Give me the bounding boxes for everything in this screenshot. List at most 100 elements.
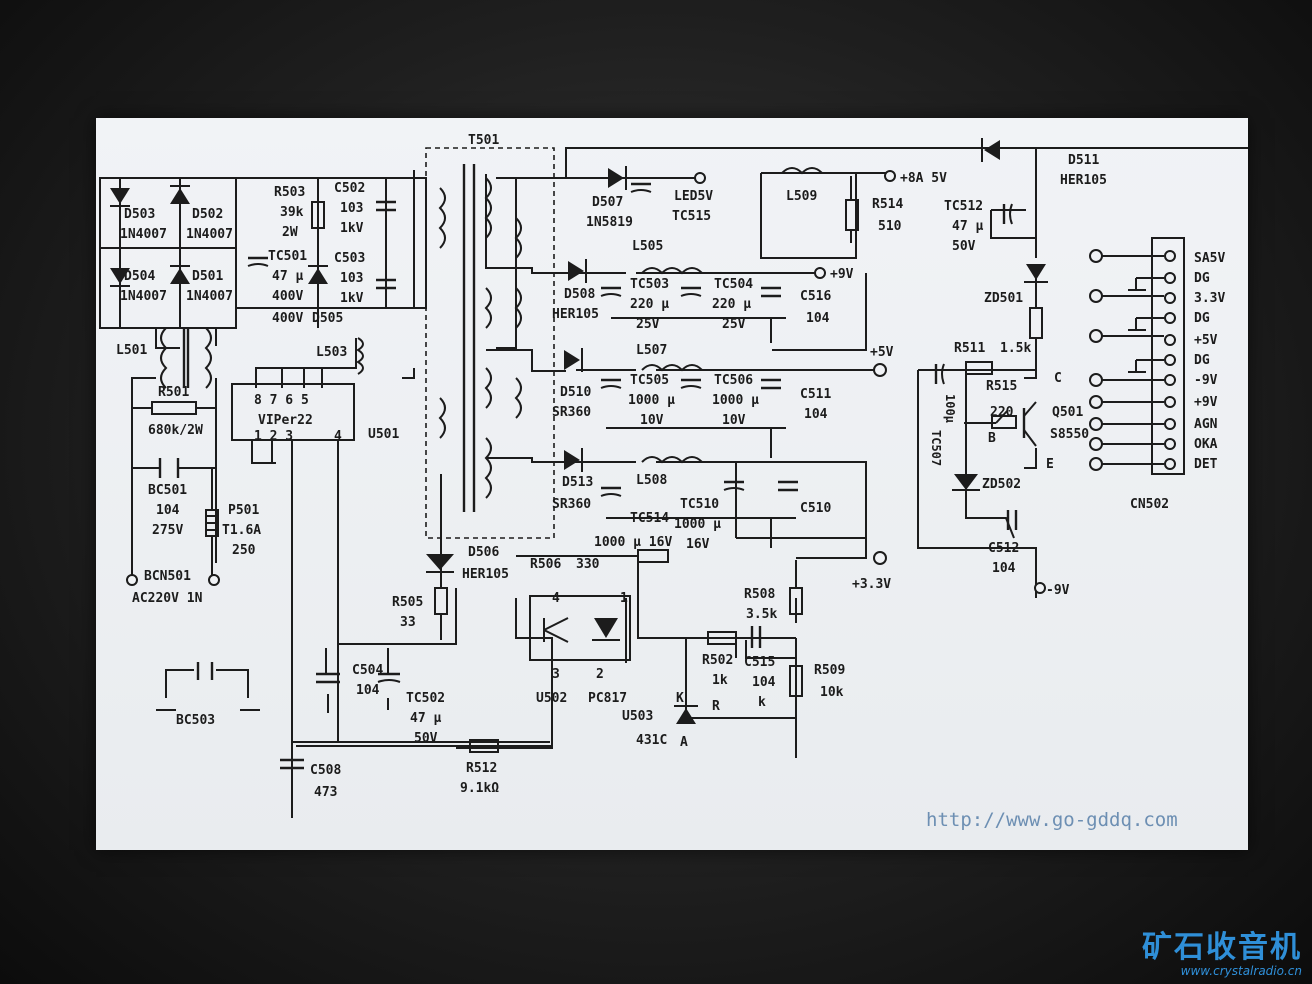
label-tc502: TC502 — [406, 691, 445, 706]
label-out-3v3: +3.3V — [852, 577, 891, 592]
label-r503-value1: 39k — [280, 205, 304, 220]
label-r509: R509 — [814, 663, 845, 678]
schematic-diagram: T501 D503 1N4007 D502 1N4007 D504 1N4007… — [99, 133, 1248, 831]
label-out-9v: +9V — [830, 267, 854, 282]
label-d513-value: SR360 — [552, 497, 591, 512]
label-p501: P501 — [228, 503, 259, 518]
label-r505-value: 33 — [400, 615, 416, 630]
label-tc510: TC510 — [680, 497, 719, 512]
label-c516: C516 — [800, 289, 831, 304]
label-tc503: TC503 — [630, 277, 669, 292]
label-r506-value: 330 — [576, 557, 600, 572]
label-cn-9v: +9V — [1194, 395, 1218, 410]
label-l507: L507 — [636, 343, 667, 358]
label-r508: R508 — [744, 587, 775, 602]
label-d505: D505 — [312, 311, 343, 326]
output-terminals — [694, 170, 1046, 594]
label-r512-value: 9.1kΩ — [460, 781, 499, 796]
label-u502: U502 — [536, 691, 567, 706]
label-out-neg9v: -9V — [1046, 583, 1070, 598]
resistor-r501 — [151, 401, 197, 415]
label-c512-value: 104 — [992, 561, 1016, 576]
component-labels: T501 D503 1N4007 D502 1N4007 D504 1N4007… — [116, 133, 1225, 800]
label-d510: D510 — [560, 385, 591, 400]
label-c511-value: 104 — [804, 407, 828, 422]
label-r515-value: 220 — [990, 405, 1014, 420]
label-r514-value: 510 — [878, 219, 902, 234]
label-tc505: TC505 — [630, 373, 669, 388]
watermark-url: www.crystalradio.cn — [1180, 964, 1302, 978]
label-cn-dg1: DG — [1194, 271, 1210, 286]
label-out-5v: +5V — [870, 345, 894, 360]
label-led5v: LED5V — [674, 189, 713, 204]
label-tc512: TC512 — [944, 199, 983, 214]
label-d502: D502 — [192, 207, 223, 222]
label-u503-value: 431C — [636, 733, 667, 748]
label-tc501: TC501 — [268, 249, 307, 264]
electrolytic-tc501 — [247, 256, 269, 267]
label-c503-value1: 103 — [340, 271, 363, 286]
label-d507: D507 — [592, 195, 623, 210]
zener-zd501 — [1024, 264, 1048, 283]
label-p501-value2: 250 — [232, 543, 256, 558]
label-tc512-value2: 50V — [952, 239, 976, 254]
label-d502-value: 1N4007 — [186, 227, 233, 242]
label-c503-value2: 1kV — [340, 291, 364, 306]
feedback-components — [280, 549, 803, 770]
capacitor-bc501 — [158, 458, 180, 478]
label-r503: R503 — [274, 185, 305, 200]
bridge-rectifier — [110, 185, 190, 287]
label-d503-value: 1N4007 — [120, 227, 167, 242]
label-zd501: ZD501 — [984, 291, 1023, 306]
label-tc514-value: 1000 μ 16V — [594, 535, 672, 550]
label-cn-5v: +5V — [1194, 333, 1218, 348]
capacitor-c503 — [376, 278, 396, 290]
label-tc504: TC504 — [714, 277, 753, 292]
label-q501-value: S8550 — [1050, 427, 1089, 442]
label-cn502: CN502 — [1130, 497, 1169, 512]
label-cn-dg2: DG — [1194, 311, 1210, 326]
label-l503: L503 — [316, 345, 347, 360]
connector-cn502 — [1089, 237, 1185, 475]
label-tc507: TC507 — [929, 430, 943, 466]
label-c508-value: 473 — [314, 785, 337, 800]
label-u503-k: K — [676, 691, 684, 706]
label-c502: C502 — [334, 181, 365, 196]
label-tc514: TC514 — [630, 511, 669, 526]
label-tc507-value: 100μ — [943, 394, 957, 423]
label-r511-value: 1.5k — [1000, 341, 1031, 356]
label-r502-value: 1k — [712, 673, 728, 688]
label-r515: R515 — [986, 379, 1017, 394]
label-out-8a5v: +8A 5V — [900, 171, 947, 186]
label-cn-neg9v: -9V — [1194, 373, 1218, 388]
capacitor-c502 — [376, 200, 396, 212]
label-c504-value: 104 — [356, 683, 380, 698]
label-tc506-value1: 1000 μ — [712, 393, 759, 408]
label-tc515: TC515 — [672, 209, 711, 224]
label-r512: R512 — [466, 761, 497, 776]
output-inductors — [641, 167, 823, 464]
watermark-logo: 矿石收音机 — [1142, 930, 1302, 965]
label-u501-pin4: 4 — [334, 429, 342, 444]
label-l508: L508 — [636, 473, 667, 488]
label-d503: D503 — [124, 207, 155, 222]
label-l509: L509 — [786, 189, 817, 204]
label-c512: C512 — [988, 541, 1019, 556]
transistor-q501 — [1022, 401, 1037, 447]
label-d504: D504 — [124, 269, 155, 284]
label-u501-pins-bottom: 1 2 3 — [254, 429, 293, 444]
label-d506: D506 — [468, 545, 499, 560]
label-bcn501-value: AC220V 1N — [132, 591, 203, 606]
label-r511: R511 — [954, 341, 985, 356]
label-d508: D508 — [564, 287, 595, 302]
label-c504: C504 — [352, 663, 383, 678]
fuse-p501 — [205, 509, 219, 537]
label-c508: C508 — [310, 763, 341, 778]
label-tc506: TC506 — [714, 373, 753, 388]
label-l501: L501 — [116, 343, 147, 358]
label-r503-value2: 2W — [282, 225, 298, 240]
label-u503-r: R — [712, 699, 720, 714]
label-cn-sa5v: SA5V — [1194, 251, 1225, 266]
zener-zd502 — [952, 474, 980, 491]
label-u502-pin1: 1 — [620, 591, 628, 606]
